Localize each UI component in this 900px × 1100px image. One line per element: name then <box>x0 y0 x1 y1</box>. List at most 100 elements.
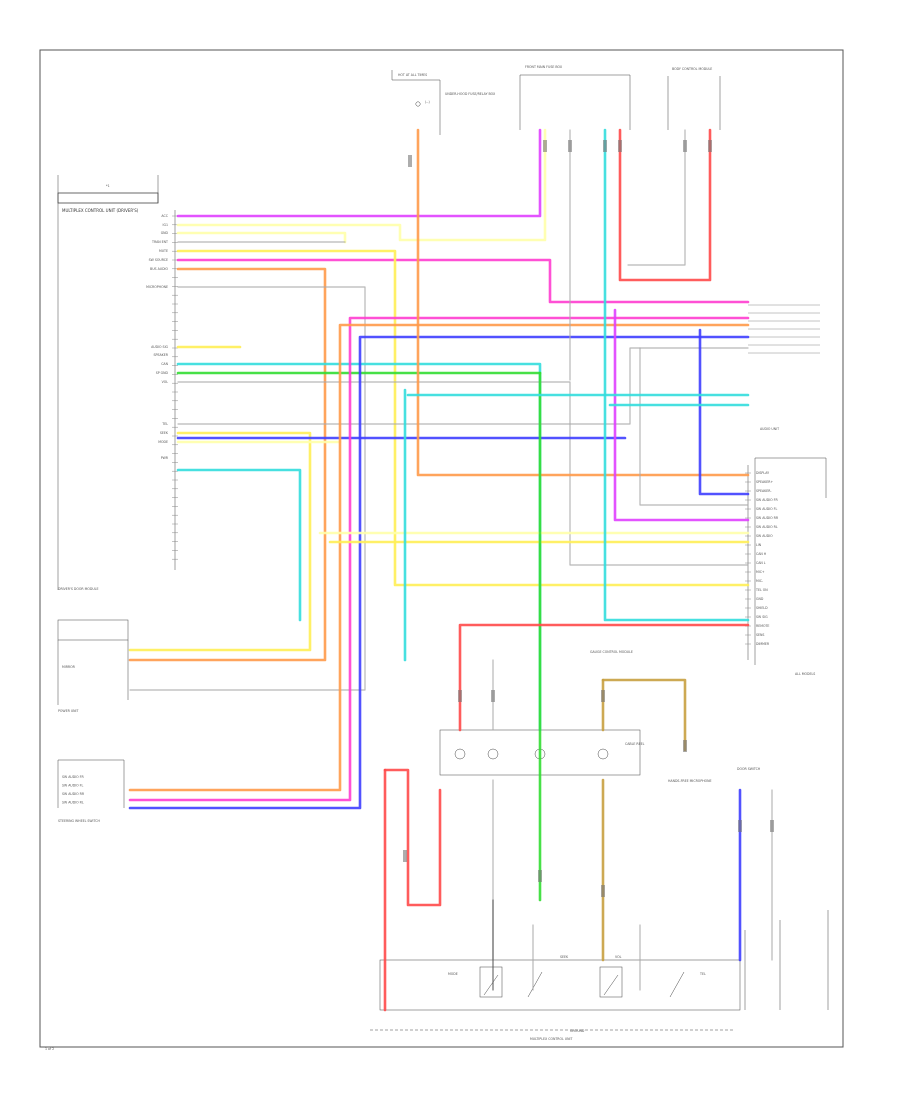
wire-orange <box>416 128 750 477</box>
left-pin-label: VOL <box>162 380 169 384</box>
wire-tag <box>403 850 407 862</box>
right-pin-label: SW AUDIO FR <box>756 498 778 502</box>
diagram-border <box>39 49 844 1048</box>
left-pin-label: GND <box>161 231 169 235</box>
left-pin-label: SEEK <box>160 431 169 435</box>
right-pin-label: SHIELD <box>756 606 768 610</box>
page-number: 1 of 2 <box>45 1047 54 1051</box>
wire-tag <box>538 870 542 882</box>
bottom-left-pin-label: SW AUDIO RR <box>62 792 85 796</box>
body-control-label: BODY CONTROL MODULE <box>672 67 712 71</box>
wire-yellow <box>176 249 750 587</box>
left-pin-label: MODE <box>158 440 168 444</box>
wire-tag <box>491 690 495 702</box>
cable-reel-label: CABLE REEL <box>625 742 645 746</box>
switch-label-4: TEL <box>699 972 706 976</box>
left-pin-label: CAN <box>161 362 168 366</box>
bottom-left-pin-label: SW AUDIO FL <box>62 784 83 788</box>
right-pin-label: SW AUDIO RL <box>756 525 778 529</box>
wire-lightyellow <box>176 128 547 242</box>
wire-tag <box>568 140 572 152</box>
wire-gray <box>627 129 686 266</box>
left-pin-label: BUS AUDIO <box>150 267 168 271</box>
top-left-module: *1 MULTIPLEX CONTROL UNIT (DRIVER'S) <box>57 175 159 590</box>
right-pin-label: MIC- <box>756 579 763 583</box>
wire-magenta <box>176 128 542 218</box>
left-pin-label: PWR <box>161 456 169 460</box>
wire-yellow <box>128 431 312 652</box>
wire-gray <box>177 347 749 425</box>
right-pin-label: REMOTE <box>756 624 769 628</box>
body-control-box: BODY CONTROL MODULE <box>667 67 721 130</box>
bottom-left-pin-label: SW AUDIO FR <box>62 775 84 779</box>
lower-left-module: POWER UNIT STEERING WHEEL SWITCH <box>57 709 125 823</box>
driver-door-label: DRIVER'S DOOR MODULE <box>58 587 98 591</box>
wire-tan <box>601 678 687 752</box>
wire-tag <box>708 140 712 152</box>
switch-label-1: MODE <box>448 972 458 976</box>
wire-red <box>383 768 442 907</box>
left-pin-label: SW SOURCE <box>149 258 168 262</box>
right-pin-label: SW AUDIO FL <box>756 507 777 511</box>
wire-cyan <box>176 468 302 622</box>
right-pin-label: CAN H <box>756 552 767 556</box>
audio-unit-label-group: AUDIO UNIT <box>754 427 827 665</box>
left-pin-label: TEL <box>161 422 168 426</box>
bottom-left-pins: SW AUDIO FR SW AUDIO FL SW AUDIO RR SW AUDI… <box>62 775 85 805</box>
bottom-left-pin-label: SW AUDIO RL <box>62 801 84 805</box>
power-unit-label: POWER UNIT <box>58 709 78 713</box>
wire-tag <box>408 155 412 167</box>
wire-blue <box>698 328 750 496</box>
left-pin-label: SPEAKER <box>154 353 169 357</box>
steering-switch-label: STEERING WHEEL SWITCH <box>58 819 100 823</box>
wire-tag <box>458 690 462 702</box>
wire-layer <box>128 128 774 1012</box>
left-pin-label: ACC <box>161 214 168 218</box>
front-fuse-label: FRONT MAIN FUSE BOX <box>525 65 563 69</box>
left-pin-label: SP GND <box>156 371 169 375</box>
left-pin-label: AUDIO SIG <box>151 345 168 349</box>
wire-red <box>618 128 712 282</box>
wire-pink <box>176 258 750 304</box>
module-title: MULTIPLEX CONTROL UNIT (DRIVER'S) <box>62 208 139 213</box>
wire-tag <box>683 740 687 752</box>
mic-label: HANDS-FREE MICROPHONE <box>668 779 712 783</box>
wire-tag <box>543 140 547 152</box>
svg-text:MIRROR: MIRROR <box>62 665 76 669</box>
left-pin-label: IG1 <box>163 223 168 227</box>
wire-gray <box>177 381 749 566</box>
wire-red <box>458 623 750 732</box>
bottom-module-label: MULTIPLEX CONTROL UNIT <box>530 1037 572 1041</box>
right-pin-label: SW SIG <box>756 615 768 619</box>
left-pin-label: MUTE <box>159 249 168 253</box>
door-switch-label: DOOR SWITCH <box>737 767 761 771</box>
right-pin-label: MIC+ <box>756 570 765 574</box>
hot-fuse-box: HOT AT ALL TIMES (--) UNDER-HOOD FUSE/RE… <box>391 70 496 135</box>
wire-tag <box>601 885 605 897</box>
right-pin-label: CAN L <box>756 561 766 565</box>
steering-switches: MODE SEEK VOL TEL <box>379 910 829 1011</box>
wire-tag <box>603 140 607 152</box>
left-pin-label: MICROPHONE <box>146 285 168 289</box>
right-pin-label: DISPLAY <box>756 471 769 475</box>
switch-label-2: SEEK <box>560 955 569 959</box>
right-pin-label: SPEAKER- <box>756 489 771 493</box>
module-top-code: *1 <box>106 184 110 188</box>
mic-module: HANDS-FREE MICROPHONE DOOR SWITCH <box>668 767 761 783</box>
right-pin-label: LIN <box>756 543 762 547</box>
right-pin-label: SW AUDIO <box>756 534 773 538</box>
wire-lightyellow <box>176 231 347 244</box>
wire-blue <box>128 335 750 810</box>
cable-reel: CABLE REEL <box>439 729 645 776</box>
wire-gray <box>129 286 366 691</box>
audio-unit-label: AUDIO UNIT <box>760 427 779 431</box>
wire-orange <box>128 323 750 792</box>
hot-fuse-label: HOT AT ALL TIMES <box>398 73 427 77</box>
wire-tag <box>601 690 605 702</box>
side-note: ALL MODELS <box>795 672 815 676</box>
wire-tag <box>738 820 742 832</box>
under-hood-box-label: UNDER-HOOD FUSE/RELAY BOX <box>445 92 496 96</box>
